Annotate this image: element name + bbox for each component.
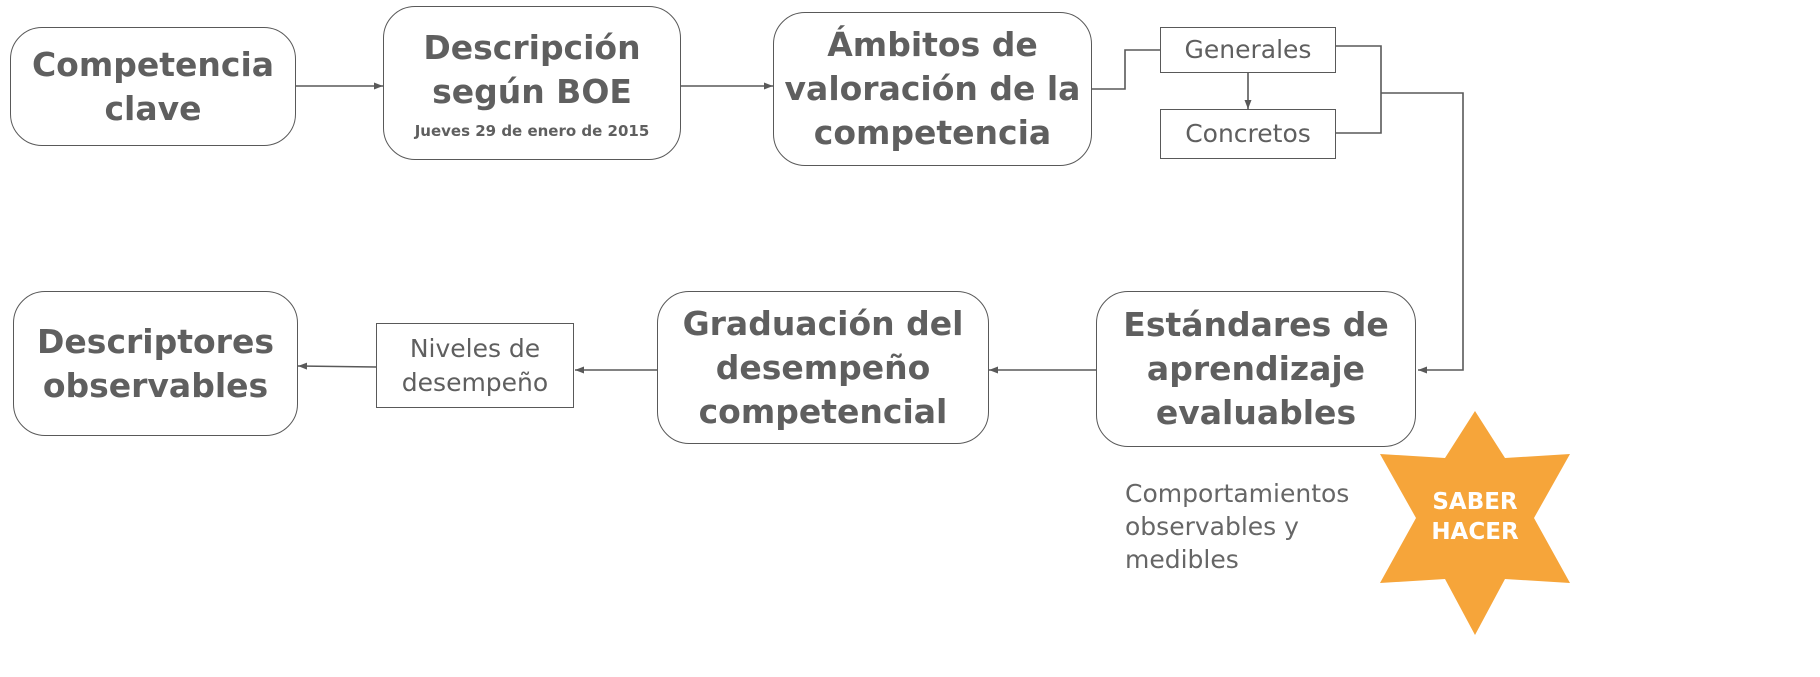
ambitos-line-2: valoración de la	[784, 69, 1081, 108]
graduacion-line-1: Graduación del	[682, 303, 964, 343]
descriptores-node: Descriptores observables	[13, 291, 298, 436]
comportamientos-note: Comportamientos observables y medibles	[1125, 477, 1349, 576]
competencia-clave-line-1: Competencia	[31, 44, 275, 84]
arrow-niveles-to-descriptores	[297, 362, 377, 370]
niveles-box: Niveles de desempeño	[376, 323, 574, 408]
descriptores-line-2: observables	[42, 365, 269, 405]
estandares-line-1: Estándares de	[1123, 305, 1389, 344]
niveles-line-1: Niveles de	[409, 333, 541, 363]
competencia-clave-node: Competencia clave	[10, 27, 296, 146]
graduacion-line-3: competencial	[698, 391, 948, 431]
estandares-line-3: evaluables	[1155, 393, 1357, 432]
connector-ambitos-to-categories	[1092, 49, 1160, 90]
ambitos-line-1: Ámbitos de	[827, 25, 1038, 64]
descripcion-line-2: según BOE	[432, 72, 632, 111]
ambitos-line-3: competencia	[813, 113, 1052, 152]
estandares-node: Estándares de aprendizaje evaluables	[1096, 291, 1416, 447]
saber-hacer-star	[1380, 411, 1570, 635]
note-line-2: observables y	[1125, 512, 1299, 541]
ambitos-node: Ámbitos de valoración de la competencia	[773, 12, 1092, 166]
generales-label: Generales	[1184, 35, 1312, 64]
descriptores-line-1: Descriptores	[37, 321, 274, 361]
boe-date-note: Jueves 29 de enero de 2015	[414, 122, 650, 140]
graduacion-node: Graduación del desempeño competencial	[657, 291, 989, 444]
bracket-generales-concretos	[1336, 45, 1382, 134]
note-line-1: Comportamientos	[1125, 479, 1350, 508]
graduacion-line-2: desempeño	[715, 347, 931, 387]
saber-hacer-label: SABER HACER	[1405, 487, 1545, 547]
generales-box: Generales	[1160, 27, 1336, 73]
niveles-line-2: desempeño	[401, 367, 549, 397]
note-line-3: medibles	[1125, 545, 1239, 574]
arrow-categories-to-estandares	[1381, 92, 1464, 374]
descripcion-line-1: Descripción	[423, 28, 641, 67]
concretos-label: Concretos	[1185, 119, 1311, 148]
concretos-box: Concretos	[1160, 109, 1336, 159]
badge-line-1: SABER	[1432, 489, 1518, 515]
competencia-clave-line-2: clave	[104, 88, 202, 128]
descripcion-boe-node: Descripción según BOE Jueves 29 de enero…	[383, 6, 681, 160]
badge-line-2: HACER	[1431, 519, 1519, 545]
estandares-line-2: aprendizaje	[1146, 349, 1366, 388]
